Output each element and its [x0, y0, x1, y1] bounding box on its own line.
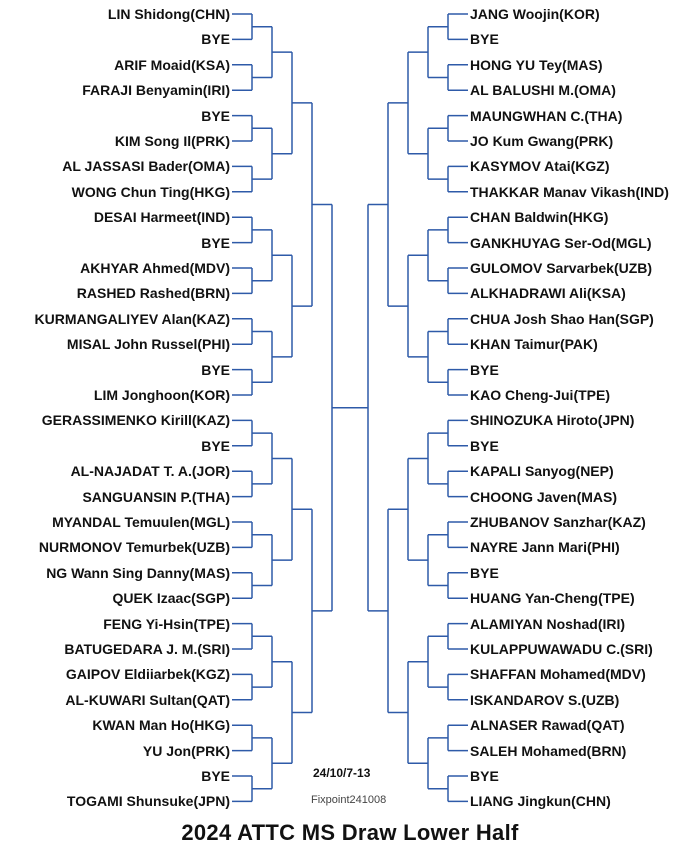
player-entry: AL-NAJADAT T. A.(JOR) [70, 463, 230, 480]
player-entry: KWAN Man Ho(HKG) [92, 717, 230, 734]
player-entry: BYE [201, 234, 230, 251]
player-entry: GERASSIMENKO Kirill(KAZ) [41, 412, 230, 429]
player-entry: GANKHUYAG Ser-Od(MGL) [470, 234, 652, 251]
player-entry: BYE [201, 768, 230, 784]
player-entry: LIANG Jingkun(CHN) [470, 793, 611, 810]
player-entry: JO Kum Gwang(PRK) [470, 133, 614, 149]
player-entry: MAUNGWHAN C.(THA) [470, 107, 623, 124]
player-entry: ISKANDAROV S.(UZB) [470, 691, 620, 708]
credit-label: Fixpoint241008 [311, 794, 387, 806]
player-entry: RASHED Rashed(BRN) [76, 285, 230, 302]
player-entry: CHAN Baldwin(HKG) [470, 209, 609, 226]
player-entry: HONG YU Tey(MAS) [470, 56, 603, 73]
player-entry: NURMONOV Temurbek(UZB) [38, 539, 230, 556]
player-entry: ALKHADRAWI Ali(KSA) [470, 285, 626, 302]
player-entry: BYE [201, 361, 230, 378]
player-entry: DESAI Harmeet(IND) [93, 209, 230, 226]
player-entry: NAYRE Jann Mari(PHI) [470, 539, 620, 556]
player-entry: KIM Song Il(PRK) [114, 133, 230, 149]
player-entry: BYE [470, 768, 499, 784]
player-entry: YU Jon(PRK) [142, 742, 230, 759]
player-entry: KAO Cheng-Jui(TPE) [470, 387, 610, 403]
player-entry: JANG Woojin(KOR) [470, 6, 600, 22]
player-entry: GULOMOV Sarvarbek(UZB) [470, 260, 653, 276]
player-entry: BATUGEDARA J. M.(SRI) [64, 641, 230, 657]
player-entry: ZHUBANOV Sanzhar(KAZ) [470, 514, 646, 530]
player-entry: ARIF Moaid(KSA) [114, 56, 230, 73]
player-entry: GAIPOV Eldiiarbek(KGZ) [65, 666, 230, 683]
event-dates: 24/10/7-13 [313, 766, 371, 780]
player-entry: BYE [201, 31, 230, 48]
player-entry: ALNASER Rawad(QAT) [470, 717, 625, 734]
player-entry: AL-KUWARI Sultan(QAT) [65, 691, 230, 708]
player-entry: BYE [470, 31, 499, 48]
player-entry: BYE [470, 564, 499, 581]
player-entry: NG Wann Sing Danny(MAS) [46, 564, 230, 581]
player-entry: TOGAMI Shunsuke(JPN) [66, 793, 230, 810]
player-entry: SHINOZUKA Hiroto(JPN) [470, 412, 635, 429]
page-title: 2024 ATTC MS Draw Lower Half [181, 820, 519, 845]
player-entry: AL BALUSHI M.(OMA) [470, 82, 616, 99]
player-entry: KURMANGALIYEV Alan(KAZ) [34, 310, 230, 327]
player-entry: BYE [470, 437, 499, 454]
player-entry: BYE [201, 107, 230, 124]
player-entry: MYANDAL Temuulen(MGL) [52, 514, 230, 530]
player-entry: LIM Jonghoon(KOR) [93, 387, 230, 403]
player-entry: KAPALI Sanyog(NEP) [470, 463, 614, 480]
player-entry: WONG Chun Ting(HKG) [71, 183, 230, 200]
player-entry: SANGUANSIN P.(THA) [82, 488, 230, 505]
player-entry: SALEH Mohamed(BRN) [470, 742, 627, 759]
player-entry: AKHYAR Ahmed(MDV) [80, 260, 230, 276]
player-entry: QUEK Izaac(SGP) [112, 590, 230, 607]
player-entry: MISAL John Russel(PHI) [66, 336, 230, 353]
player-entry: THAKKAR Manav Vikash(IND) [470, 183, 669, 200]
player-entry: LIN Shidong(CHN) [107, 6, 230, 22]
player-entry: KHAN Taimur(PAK) [470, 336, 598, 353]
player-entry: BYE [201, 437, 230, 454]
player-entry: CHUA Josh Shao Han(SGP) [470, 310, 654, 327]
player-entry: SHAFFAN Mohamed(MDV) [470, 666, 646, 683]
player-entry: BYE [470, 361, 499, 378]
player-entry: AL JASSASI Bader(OMA) [62, 158, 230, 175]
player-entry: KULAPPUWAWADU C.(SRI) [470, 641, 653, 657]
player-entry: CHOONG Javen(MAS) [470, 488, 618, 505]
player-entry: HUANG Yan-Cheng(TPE) [470, 590, 635, 607]
player-entry: KASYMOV Atai(KGZ) [470, 158, 610, 175]
player-entry: FENG Yi-Hsin(TPE) [103, 615, 230, 632]
player-entry: ALAMIYAN Noshad(IRI) [470, 615, 626, 632]
player-entry: FARAJI Benyamin(IRI) [82, 82, 230, 99]
